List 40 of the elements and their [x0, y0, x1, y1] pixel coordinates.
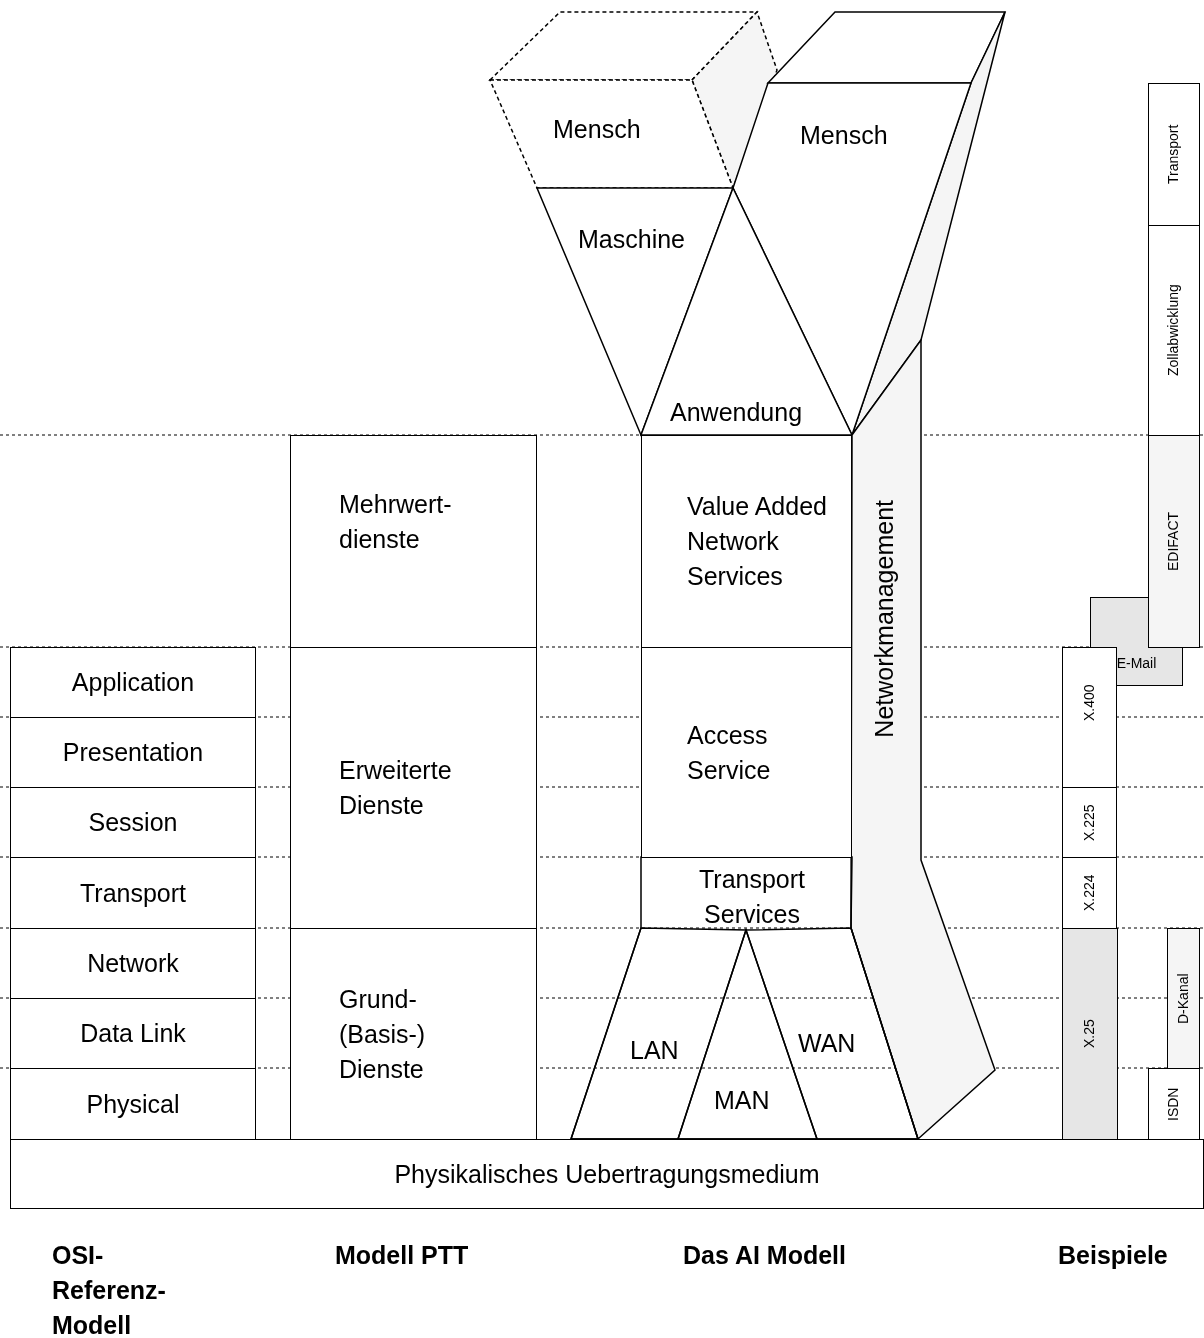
- layer-label: Value Added Network Services: [687, 491, 827, 592]
- shape-label: WAN: [798, 1028, 856, 1059]
- column-heading: Das AI Modell: [683, 1240, 847, 1271]
- layer-box: [290, 928, 537, 1140]
- layer-label: Erweiterte Dienste: [339, 755, 453, 821]
- layer-box: Network: [10, 928, 256, 999]
- vertical-label: Networkmanagement: [869, 500, 899, 738]
- example-box: X.25: [1062, 928, 1118, 1140]
- example-box: D-Kanal: [1167, 928, 1200, 1069]
- layer-box: [641, 647, 852, 858]
- layer-label: Mehrwert- dienste: [339, 488, 453, 555]
- shape-label: LAN: [630, 1035, 679, 1066]
- layer-box: Physical: [10, 1068, 256, 1140]
- shape-label: Mensch: [553, 114, 641, 145]
- example-box: Transport: [1148, 83, 1200, 226]
- shape-label: MAN: [714, 1085, 770, 1116]
- layer-box: Transport: [10, 857, 256, 929]
- shape-label: Mensch: [800, 120, 888, 151]
- example-box: X.400: [1062, 647, 1117, 788]
- layer-box: [290, 435, 537, 648]
- column-heading: Beispiele: [1058, 1240, 1169, 1271]
- example-box: X.225: [1062, 787, 1117, 858]
- layer-box: Physikalisches Uebertragungsmedium: [10, 1139, 1204, 1209]
- layer-label: Grund- (Basis-) Dienste: [339, 983, 427, 1085]
- layer-box: Session: [10, 787, 256, 858]
- column-heading: Modell PTT: [335, 1240, 470, 1271]
- example-box: ISDN: [1148, 1068, 1200, 1140]
- layer-label: Access Service: [687, 719, 772, 786]
- shape-label: Anwendung: [670, 397, 803, 428]
- column-heading: OSI- Referenz- Modell: [52, 1240, 167, 1338]
- shape-label: Transport Services: [697, 864, 807, 930]
- layer-box: [290, 647, 537, 929]
- layer-box: Data Link: [10, 998, 256, 1069]
- example-box: X.224: [1062, 857, 1117, 929]
- layer-box: Application: [10, 647, 256, 718]
- layer-box: Presentation: [10, 717, 256, 788]
- layer-box: [641, 435, 852, 648]
- example-box: Zollabwicklung: [1148, 225, 1200, 436]
- shape-label: Maschine: [578, 224, 685, 255]
- example-box: EDIFACT: [1148, 435, 1200, 648]
